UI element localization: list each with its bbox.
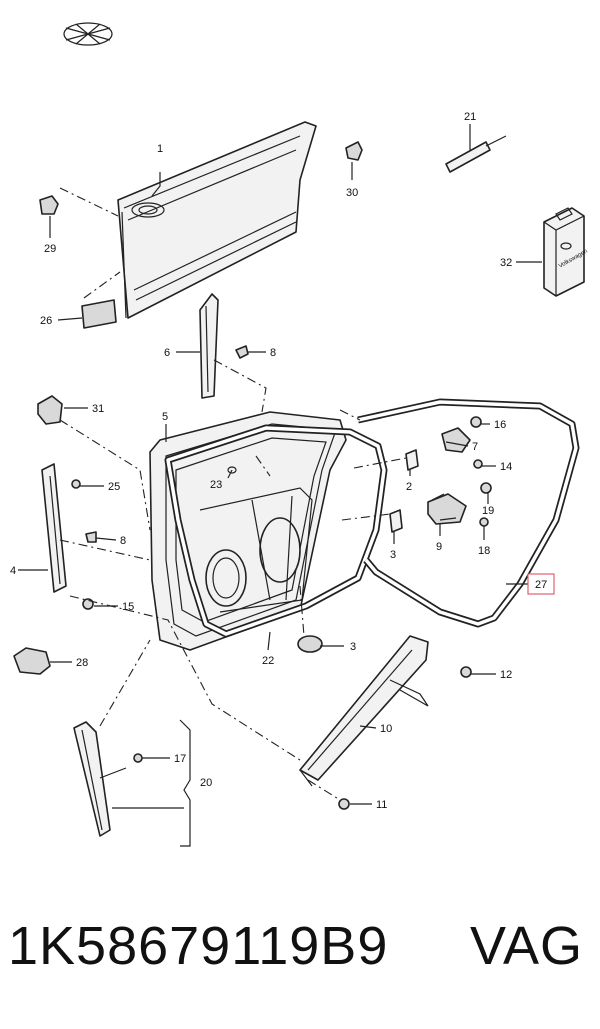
part-number: 1K58679119B9 bbox=[8, 916, 389, 976]
nut-15 bbox=[82, 598, 94, 610]
callout-27: 27 bbox=[535, 579, 547, 591]
door-buffer-29 bbox=[39, 195, 59, 215]
callout-4: 4 bbox=[10, 565, 16, 577]
leader-lines bbox=[18, 124, 542, 847]
callout-31: 31 bbox=[92, 403, 104, 415]
callout-28: 28 bbox=[76, 657, 88, 669]
plate-2 bbox=[405, 449, 419, 471]
callout-3-lower: 3 bbox=[350, 641, 356, 653]
brand-emblem-icon bbox=[63, 22, 113, 46]
door-inner-seal-22 bbox=[164, 424, 388, 638]
callout-10: 10 bbox=[380, 723, 392, 735]
repair-kit-package-32: Volkswagen bbox=[543, 207, 589, 297]
clip-8-lower bbox=[85, 531, 97, 543]
callout-32: 32 bbox=[500, 257, 512, 269]
callout-6: 6 bbox=[164, 347, 170, 359]
bolt-19 bbox=[480, 482, 492, 494]
door-trim-strip-6 bbox=[199, 293, 219, 399]
door-hinge-7 bbox=[441, 427, 471, 453]
door-strip-20 bbox=[73, 721, 111, 837]
bolt-18 bbox=[479, 517, 489, 527]
window-channel-10 bbox=[299, 635, 429, 787]
callout-14: 14 bbox=[500, 461, 512, 473]
callout-17: 17 bbox=[174, 753, 186, 765]
callout-30: 30 bbox=[346, 187, 358, 199]
door-hinge-9 bbox=[427, 493, 467, 525]
callout-8-lower: 8 bbox=[120, 535, 126, 547]
pillar-trim-4 bbox=[41, 463, 67, 593]
nut-11 bbox=[338, 798, 350, 810]
assembly-lines bbox=[59, 187, 407, 801]
callout-23: 23 bbox=[210, 479, 222, 491]
callout-2: 2 bbox=[406, 481, 412, 493]
callout-7: 7 bbox=[472, 441, 478, 453]
callout-3-upper: 3 bbox=[390, 549, 396, 561]
door-seal-27 bbox=[357, 398, 580, 628]
insulation-pad-26 bbox=[81, 299, 117, 329]
callout-16: 16 bbox=[494, 419, 506, 431]
removal-tool-21 bbox=[445, 135, 507, 173]
callout-21: 21 bbox=[464, 111, 476, 123]
callout-29: 29 bbox=[44, 243, 56, 255]
callout-26: 26 bbox=[40, 315, 52, 327]
callout-22: 22 bbox=[262, 655, 274, 667]
callout-19: 19 bbox=[482, 505, 494, 517]
callout-18: 18 bbox=[478, 545, 490, 557]
callout-numbers: 1 30 21 32 29 26 6 8 31 5 16 7 14 2 23 2… bbox=[10, 111, 547, 811]
callout-25: 25 bbox=[108, 481, 120, 493]
bracket-28 bbox=[13, 647, 51, 675]
grommet-3 bbox=[297, 635, 323, 653]
callout-12: 12 bbox=[500, 669, 512, 681]
door-clip-30 bbox=[345, 141, 363, 161]
plate-3-upper bbox=[389, 509, 403, 533]
screw-12 bbox=[460, 666, 472, 678]
brand-name: VAG bbox=[470, 916, 584, 976]
clip-25 bbox=[71, 479, 81, 489]
callout-1: 1 bbox=[157, 143, 163, 155]
bracket-31 bbox=[37, 395, 63, 425]
callout-5: 5 bbox=[162, 411, 168, 423]
bolt-16 bbox=[470, 416, 482, 428]
door-outer-panel bbox=[117, 121, 317, 319]
bolt-14 bbox=[473, 459, 483, 469]
clip-8-upper bbox=[235, 345, 249, 359]
callout-11: 11 bbox=[376, 799, 387, 811]
callout-20: 20 bbox=[200, 777, 212, 789]
callout-8-upper: 8 bbox=[270, 347, 276, 359]
highlight-box-27 bbox=[527, 573, 555, 595]
callout-9: 9 bbox=[436, 541, 442, 553]
callout-15: 15 bbox=[122, 601, 134, 613]
clip-17 bbox=[133, 753, 143, 763]
